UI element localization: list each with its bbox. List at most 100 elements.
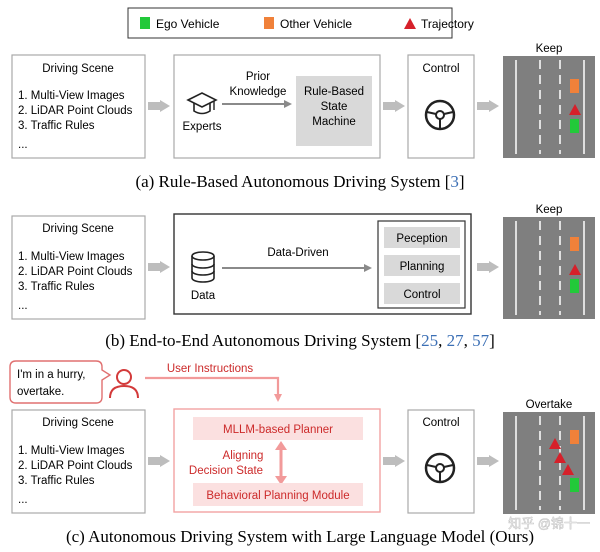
arrow-a3-shaft: [477, 102, 489, 110]
trajectory-c-3: [562, 464, 574, 475]
other-vehicle-legend-swatch: [264, 17, 274, 29]
panel-b: Driving Scene 1. Multi-View Images 2. Li…: [11, 204, 595, 350]
control-label-b: Control: [403, 289, 440, 301]
decision-state-label: Decision State: [189, 465, 263, 477]
road-label-b: Keep: [536, 204, 563, 216]
other-vehicle-a: [570, 79, 579, 93]
input-title-b: Driving Scene: [42, 223, 114, 235]
ego-vehicle-c: [570, 478, 579, 492]
input-box-c: [11, 409, 146, 514]
ego-vehicle-a: [570, 119, 579, 133]
bubble-line1: I'm in a hurry,: [17, 369, 85, 381]
input-line3-b: 3. Traffic Rules: [18, 281, 95, 293]
control-label-c: Control: [422, 417, 459, 429]
input-line3-c: 3. Traffic Rules: [18, 475, 95, 487]
behavioral-planning-label: Behavioral Planning Module: [206, 490, 349, 502]
trajectory-b: [569, 264, 581, 275]
caption-c: (c) Autonomous Driving System with Large…: [66, 527, 534, 546]
data-driven-label: Data-Driven: [267, 247, 328, 259]
perception-module: [384, 227, 460, 248]
mllm-planner-box: [193, 417, 363, 440]
arrow-c1-shaft: [148, 457, 160, 465]
road-label-a: Keep: [536, 43, 563, 55]
user-instructions-label: User Instructions: [167, 363, 254, 375]
caption-a: (a) Rule-Based Autonomous Driving System…: [135, 172, 464, 191]
input-box-a: [11, 54, 146, 159]
other-vehicle-b: [570, 237, 579, 251]
arrow-a2: [395, 100, 405, 112]
arrow-b2: [489, 261, 499, 273]
arrow-a1: [148, 100, 170, 112]
legend-box: [127, 7, 453, 39]
input-line2-b: 2. LiDAR Point Clouds: [18, 266, 133, 278]
experts-label: Experts: [183, 121, 222, 133]
ego-vehicle-b: [570, 279, 579, 293]
arrow-b1: [160, 261, 170, 273]
steering-wheel-icon: [424, 452, 456, 484]
rule-based-fsm-box: [296, 76, 372, 146]
input-line4-a: ...: [18, 139, 28, 151]
control-label-a: Control: [422, 63, 459, 75]
perception-label: Peception: [396, 233, 447, 245]
input-title-c: Driving Scene: [42, 417, 114, 429]
prior-label: Prior: [246, 71, 270, 83]
graduation-cap-icon: [186, 92, 218, 115]
caption-b-cite2[interactable]: 27: [447, 331, 465, 350]
input-line2-c: 2. LiDAR Point Clouds: [18, 460, 133, 472]
input-title-a: Driving Scene: [42, 63, 114, 75]
legend-other-label: Other Vehicle: [280, 17, 352, 31]
arrow-c2: [395, 455, 405, 467]
other-vehicle-c: [570, 430, 579, 444]
fsm-line2: State: [321, 101, 348, 113]
arrow-c1: [160, 455, 170, 467]
input-line2-a: 2. LiDAR Point Clouds: [18, 105, 133, 117]
road-c: [503, 412, 595, 514]
caption-a-text: (a) Rule-Based Autonomous Driving System…: [135, 172, 450, 191]
road-a: [503, 56, 595, 158]
bubble-line2: overtake.: [17, 386, 64, 398]
caption-b-comma2: ,: [464, 331, 473, 350]
control-module: [384, 283, 460, 304]
input-line1-b: 1. Multi-View Images: [18, 251, 125, 263]
arrow-a2-shaft: [383, 102, 395, 110]
caption-a-cite[interactable]: 3: [450, 172, 459, 191]
planning-module: [384, 255, 460, 276]
trajectory-c-2: [554, 452, 566, 463]
control-box-c: [407, 409, 475, 514]
caption-b-comma1: ,: [438, 331, 447, 350]
arrow-a3: [489, 100, 499, 112]
user-instructions-arrow: [145, 376, 282, 402]
database-icon: [191, 251, 215, 283]
panel-a: Driving Scene 1. Multi-View Images 2. Li…: [11, 43, 595, 191]
steering-wheel-icon: [424, 99, 456, 131]
input-line1-c: 1. Multi-View Images: [18, 445, 125, 457]
planning-label: Planning: [400, 261, 445, 273]
caption-b-cite1[interactable]: 25: [421, 331, 438, 350]
input-line4-b: ...: [18, 300, 28, 312]
arrow-c3-shaft: [477, 457, 489, 465]
control-box-a: [407, 54, 475, 159]
bidirectional-arrow-icon: [275, 441, 287, 485]
arrow-c3: [489, 455, 499, 467]
input-line4-c: ...: [18, 494, 28, 506]
caption-b-text: (b) End-to-End Autonomous Driving System…: [105, 331, 421, 350]
caption-b-cite3[interactable]: 57: [472, 331, 490, 350]
data-label: Data: [191, 290, 216, 302]
arrow-b2-shaft: [477, 263, 489, 271]
caption-b: (b) End-to-End Autonomous Driving System…: [105, 331, 495, 350]
arrow-a1-shaft: [148, 102, 160, 110]
input-box-b: [11, 215, 146, 320]
input-line1-a: 1. Multi-View Images: [18, 90, 125, 102]
behavioral-planning-box: [193, 483, 363, 506]
fsm-line1: Rule-Based: [304, 86, 364, 98]
trajectory-a: [569, 104, 581, 115]
trajectory-legend-icon: [404, 18, 416, 29]
panel-c: I'm in a hurry, overtake. User Instructi…: [9, 360, 595, 546]
legend: Ego Vehicle Other Vehicle Trajectory: [127, 7, 474, 39]
arrow-b1-shaft: [148, 263, 160, 271]
legend-trajectory-label: Trajectory: [421, 17, 474, 31]
mllm-planner-label: MLLM-based Planner: [223, 424, 333, 436]
user-icon: [109, 369, 139, 399]
